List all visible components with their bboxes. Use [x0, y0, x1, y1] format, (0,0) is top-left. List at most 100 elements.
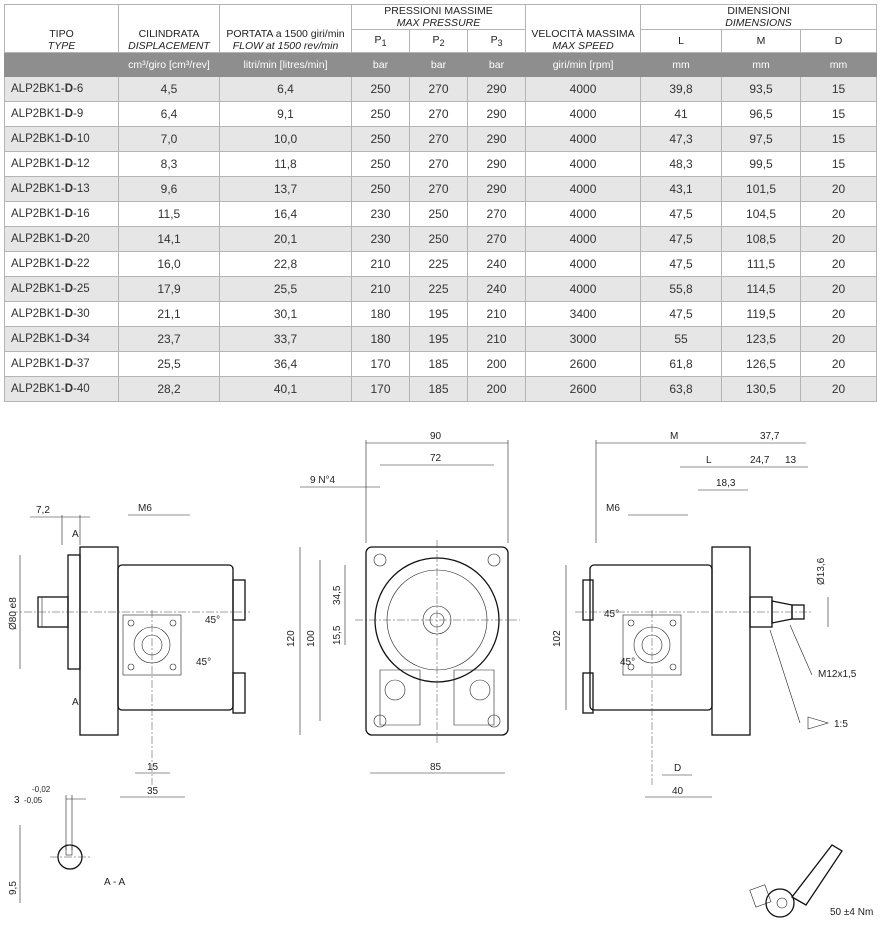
cell-p2: 225	[409, 276, 468, 302]
header-tipo-it: TIPO	[49, 28, 74, 40]
cell-type-code: ALP2BK1-D-16	[4, 201, 119, 227]
cell-m: 99,5	[721, 151, 802, 177]
header-cilindrata-en: DISPLACEMENT	[128, 40, 210, 52]
cell-p3: 210	[466, 326, 527, 352]
code-suffix: -16	[73, 208, 90, 220]
unit-velocita: giri/min [rpm]	[525, 52, 642, 77]
rear-dim-m6: M6	[606, 503, 620, 514]
header-portata: PORTATA a 1500 giri/min FLOW at 1500 rev…	[219, 4, 352, 53]
code-prefix: ALP2BK1-	[11, 108, 65, 120]
cell-dd: 20	[800, 251, 878, 277]
header-tipo-en: TYPE	[47, 40, 76, 52]
cell-flow: 22,8	[219, 251, 352, 277]
cell-p1: 250	[351, 176, 410, 202]
cell-type-code: ALP2BK1-D-20	[4, 226, 119, 252]
cell-m: 101,5	[721, 176, 802, 202]
cell-disp: 17,9	[118, 276, 220, 302]
header-dimensioni: DIMENSIONI DIMENSIONS	[640, 4, 878, 30]
unit-d: mm	[800, 52, 878, 77]
code-variant: D	[64, 208, 74, 220]
code-variant: D	[64, 158, 74, 170]
cell-speed: 3400	[525, 301, 642, 327]
cell-p3: 290	[466, 101, 527, 127]
cell-speed: 3000	[525, 326, 642, 352]
rear-dim-24-7: 24,7	[750, 455, 770, 466]
code-prefix: ALP2BK1-	[11, 233, 65, 245]
cell-l: 61,8	[640, 351, 723, 377]
side-dim-15: 15	[147, 762, 159, 773]
code-prefix: ALP2BK1-	[11, 133, 65, 145]
code-suffix: -25	[73, 283, 90, 295]
wrench-illustration: 50 ±4 Nm	[749, 844, 873, 918]
spec-table: TIPO TYPE CILINDRATA DISPLACEMENT PORTAT…	[4, 4, 878, 402]
code-variant: D	[64, 83, 74, 95]
cell-flow: 30,1	[219, 301, 352, 327]
header-pressioni: PRESSIONI MASSIME MAX PRESSURE	[350, 4, 527, 30]
header-portata-en: FLOW at 1500 rev/min	[232, 40, 339, 52]
cell-p2: 270	[409, 101, 468, 127]
cell-type-code: ALP2BK1-D-30	[4, 301, 119, 327]
header-p3: P3	[466, 29, 527, 53]
cell-p1: 170	[351, 351, 410, 377]
header-velocita: VELOCITÀ MASSIMA MAX SPEED	[525, 4, 642, 53]
cell-l: 47,3	[640, 126, 723, 152]
cell-dd: 20	[800, 376, 878, 402]
cell-disp: 25,5	[118, 351, 220, 377]
code-variant: D	[64, 258, 74, 270]
cell-p3: 240	[466, 276, 527, 302]
cell-speed: 4000	[525, 151, 642, 177]
cell-p1: 210	[351, 276, 410, 302]
rear-angle-bottom: 45°	[620, 657, 635, 668]
unit-p3: bar	[466, 52, 527, 77]
code-suffix: -34	[73, 333, 90, 345]
code-suffix: -40	[73, 383, 90, 395]
front-dim-100: 100	[306, 630, 317, 647]
side-angle-top: 45°	[205, 615, 220, 626]
cell-disp: 14,1	[118, 226, 220, 252]
side-section-a-bottom: A	[72, 697, 79, 708]
cell-m: 93,5	[721, 76, 802, 102]
cell-p2: 195	[409, 326, 468, 352]
cell-disp: 9,6	[118, 176, 220, 202]
cell-speed: 4000	[525, 126, 642, 152]
cell-flow: 6,4	[219, 76, 352, 102]
cell-disp: 11,5	[118, 201, 220, 227]
rear-dim-102: 102	[552, 630, 563, 647]
code-suffix: -22	[73, 258, 90, 270]
cell-l: 39,8	[640, 76, 723, 102]
header-cilindrata: CILINDRATA DISPLACEMENT	[118, 4, 220, 53]
front-dim-9n4: 9 N°4	[310, 475, 336, 486]
cell-l: 47,5	[640, 226, 723, 252]
header-d: D	[800, 29, 878, 53]
cell-type-code: ALP2BK1-D-37	[4, 351, 119, 377]
key-tol-lower: -0,05	[24, 796, 43, 805]
rear-dim-l: L	[706, 455, 712, 466]
cell-speed: 4000	[525, 226, 642, 252]
cell-disp: 16,0	[118, 251, 220, 277]
cell-type-code: ALP2BK1-D-10	[4, 126, 119, 152]
code-prefix: ALP2BK1-	[11, 283, 65, 295]
unit-tipo	[4, 52, 119, 77]
cell-l: 47,5	[640, 301, 723, 327]
header-pressioni-it: PRESSIONI MASSIME	[384, 5, 493, 18]
cell-p1: 230	[351, 226, 410, 252]
code-prefix: ALP2BK1-	[11, 258, 65, 270]
cell-p3: 240	[466, 251, 527, 277]
cell-p1: 250	[351, 151, 410, 177]
cell-dd: 20	[800, 201, 878, 227]
rear-angle-top: 45°	[604, 609, 619, 620]
technical-drawings: 7,2 M6 A A Ø80 e8 45° 45° 15 35 90 72 9 …	[8, 431, 873, 918]
key-section-label: A - A	[104, 877, 125, 888]
unit-p1: bar	[351, 52, 410, 77]
header-dimensioni-en: DIMENSIONS	[725, 17, 792, 29]
header-l: L	[640, 29, 723, 53]
cell-l: 41	[640, 101, 723, 127]
cell-p3: 290	[466, 176, 527, 202]
cell-speed: 4000	[525, 276, 642, 302]
cell-type-code: ALP2BK1-D-12	[4, 151, 119, 177]
